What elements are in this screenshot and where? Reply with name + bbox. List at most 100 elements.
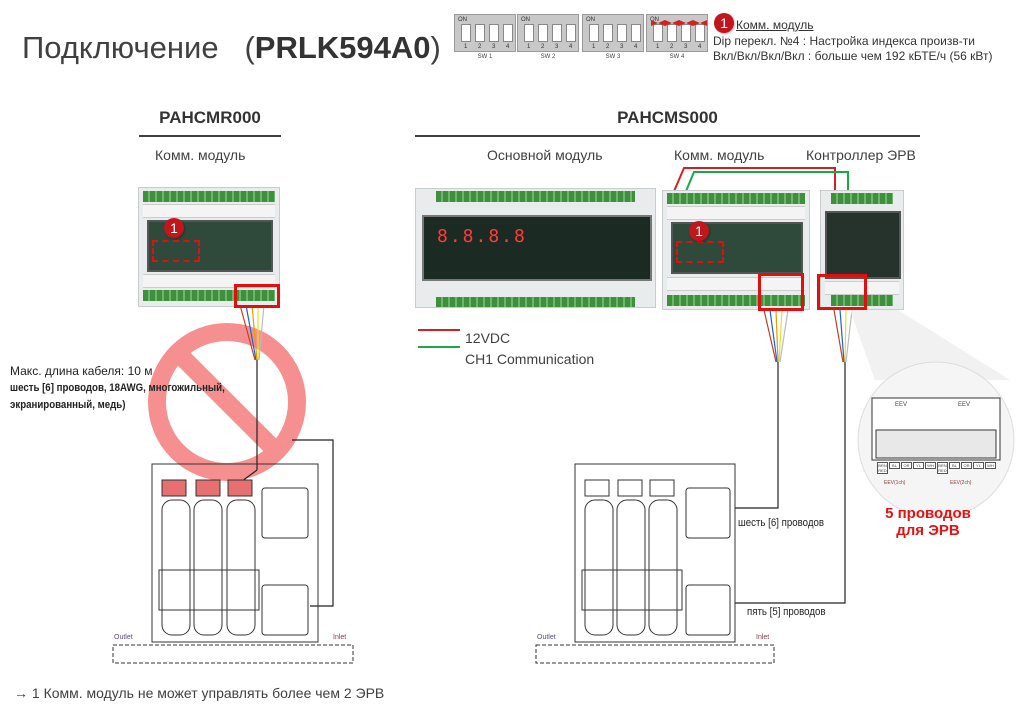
- title-model: PRLK594A0: [254, 30, 431, 65]
- dip-position-number: 2: [606, 44, 610, 50]
- dip-toggle: [461, 24, 471, 42]
- left-section-title: PAHCMR000: [159, 108, 261, 127]
- erv-terminal-label: OR: [901, 462, 912, 469]
- dip-position-number: 4: [506, 44, 510, 50]
- legend-ch1-label: CH1 Communication: [465, 351, 595, 367]
- erv-controller-label: Контроллер ЭРВ: [806, 147, 916, 163]
- cable-spec-line-2: экранированный, медь): [10, 399, 126, 411]
- dip-switch-label: SW 3: [605, 54, 621, 60]
- erv-terminal-label: OR: [961, 462, 972, 469]
- dip-position-number: 3: [555, 44, 559, 50]
- erv-wires-line-1: 5 проводов: [885, 505, 971, 522]
- left-comm-module-board: [138, 187, 280, 307]
- dip-switch-label: SW 1: [477, 54, 493, 60]
- right-section-title: PAHCMS000: [617, 108, 718, 127]
- dip-position-number: 3: [684, 44, 688, 50]
- left-cable-bundle: [237, 304, 334, 607]
- dip-toggle: [489, 24, 499, 42]
- dip-on-label: ON: [458, 17, 467, 23]
- footer-note: → 1 Комм. модуль не может управлять боле…: [14, 685, 385, 701]
- right-comm-module-board: [662, 190, 810, 310]
- erv-terminal-label: WH: [925, 462, 936, 469]
- dip-toggle: [552, 24, 562, 42]
- left-comm-module-label: Комм. модуль: [155, 147, 246, 163]
- erv-terminal-label: BL: [889, 462, 900, 469]
- dip-position-number: 4: [634, 44, 638, 50]
- page-title: Подключение (PRLK594A0): [22, 30, 441, 66]
- right-callout-badge: 1: [689, 221, 709, 241]
- dip-switch-label: SW 2: [540, 54, 556, 60]
- dip-on-label: ON: [521, 17, 530, 23]
- eev-group-1: EEV(1ch): [884, 480, 906, 486]
- dip-toggle: [653, 24, 663, 42]
- dip-toggle: [667, 24, 677, 42]
- dip-position-number: 2: [478, 44, 482, 50]
- erv-terminal-highlight: [817, 274, 867, 310]
- right-outlet-label: Outlet: [537, 634, 556, 641]
- note-line-1: Dip перекл. №4 : Настройка индекса произ…: [713, 34, 975, 48]
- dip-position-number: 4: [698, 44, 702, 50]
- dip-position-number: 1: [656, 44, 660, 50]
- erv-wires-note: 5 проводов для ЭРВ: [868, 505, 988, 539]
- legend-12vdc-swatch: [418, 329, 460, 331]
- left-unit-drawing: [112, 463, 354, 664]
- prohibition-icon: [148, 323, 306, 481]
- dip-toggle: [695, 24, 705, 42]
- eev-group-2: EEV(2ch): [950, 480, 972, 486]
- erv-controller-board: [820, 190, 904, 310]
- erv-terminal-label: WH: [985, 462, 996, 469]
- dip-position-number: 4: [569, 44, 573, 50]
- dip-switch-label: SW 4: [669, 54, 685, 60]
- main-module-board: [415, 188, 656, 308]
- six-wires-label: шесть [6] проводов: [738, 517, 825, 529]
- dip-toggle: [566, 24, 576, 42]
- note-title: Комм. модуль: [736, 18, 814, 32]
- erv-terminal-magnifier: [850, 305, 1015, 519]
- right-dip-highlight: [676, 241, 724, 263]
- eev-label-1: EEV: [895, 402, 908, 408]
- erv-wires-line-2: для ЭРВ: [896, 522, 960, 539]
- dip-toggle: [681, 24, 691, 42]
- dip-on-label: ON: [650, 17, 659, 23]
- erv-terminal-label: BRN RED: [877, 462, 888, 474]
- dip-position-number: 3: [492, 44, 496, 50]
- erv-terminal-label: BL: [949, 462, 960, 469]
- dip-toggle: [475, 24, 485, 42]
- right-inlet-label: Inlet: [756, 634, 770, 641]
- legend-ch1-swatch: [418, 346, 460, 348]
- dip-position-number: 1: [464, 44, 468, 50]
- dip-position-number: 2: [541, 44, 545, 50]
- dip-switch-1: ON 1 2 3 4: [454, 14, 516, 52]
- title-paren-close: ): [430, 30, 441, 65]
- cable-spec-line-1: шесть [6] проводов, 18AWG, многожильный,: [10, 382, 225, 394]
- main-module-label: Основной модуль: [487, 147, 603, 163]
- dip-toggle: [503, 24, 513, 42]
- dip-position-number: 3: [620, 44, 624, 50]
- dip-toggle: [589, 24, 599, 42]
- dip-toggle: [538, 24, 548, 42]
- left-terminal-highlight: [234, 284, 280, 308]
- right-unit-drawing: [535, 463, 775, 664]
- left-callout-badge: 1: [164, 218, 184, 238]
- note-line-2: Вкл/Вкл/Вкл/Вкл : больше чем 192 кБТЕ/ч …: [713, 49, 993, 63]
- left-section-rule: [139, 135, 281, 137]
- dip-toggle: [524, 24, 534, 42]
- left-outlet-label: Outlet: [114, 634, 133, 641]
- title-paren-open: (: [244, 30, 255, 65]
- dip-toggle: [617, 24, 627, 42]
- dip-position-number: 1: [592, 44, 596, 50]
- right-cable-bundles: [671, 167, 853, 604]
- erv-terminal-label: YL: [973, 462, 984, 469]
- dip-toggle: [631, 24, 641, 42]
- right-section-rule: [415, 135, 920, 137]
- eev-label-2: EEV: [958, 402, 971, 408]
- title-prefix: Подключение: [22, 30, 219, 65]
- legend-12vdc-label: 12VDC: [465, 330, 511, 346]
- left-dip-highlight: [152, 240, 200, 262]
- five-wires-label: пять [5] проводов: [747, 606, 826, 618]
- left-inlet-label: Inlet: [333, 634, 347, 641]
- erv-terminal-label: YL: [913, 462, 924, 469]
